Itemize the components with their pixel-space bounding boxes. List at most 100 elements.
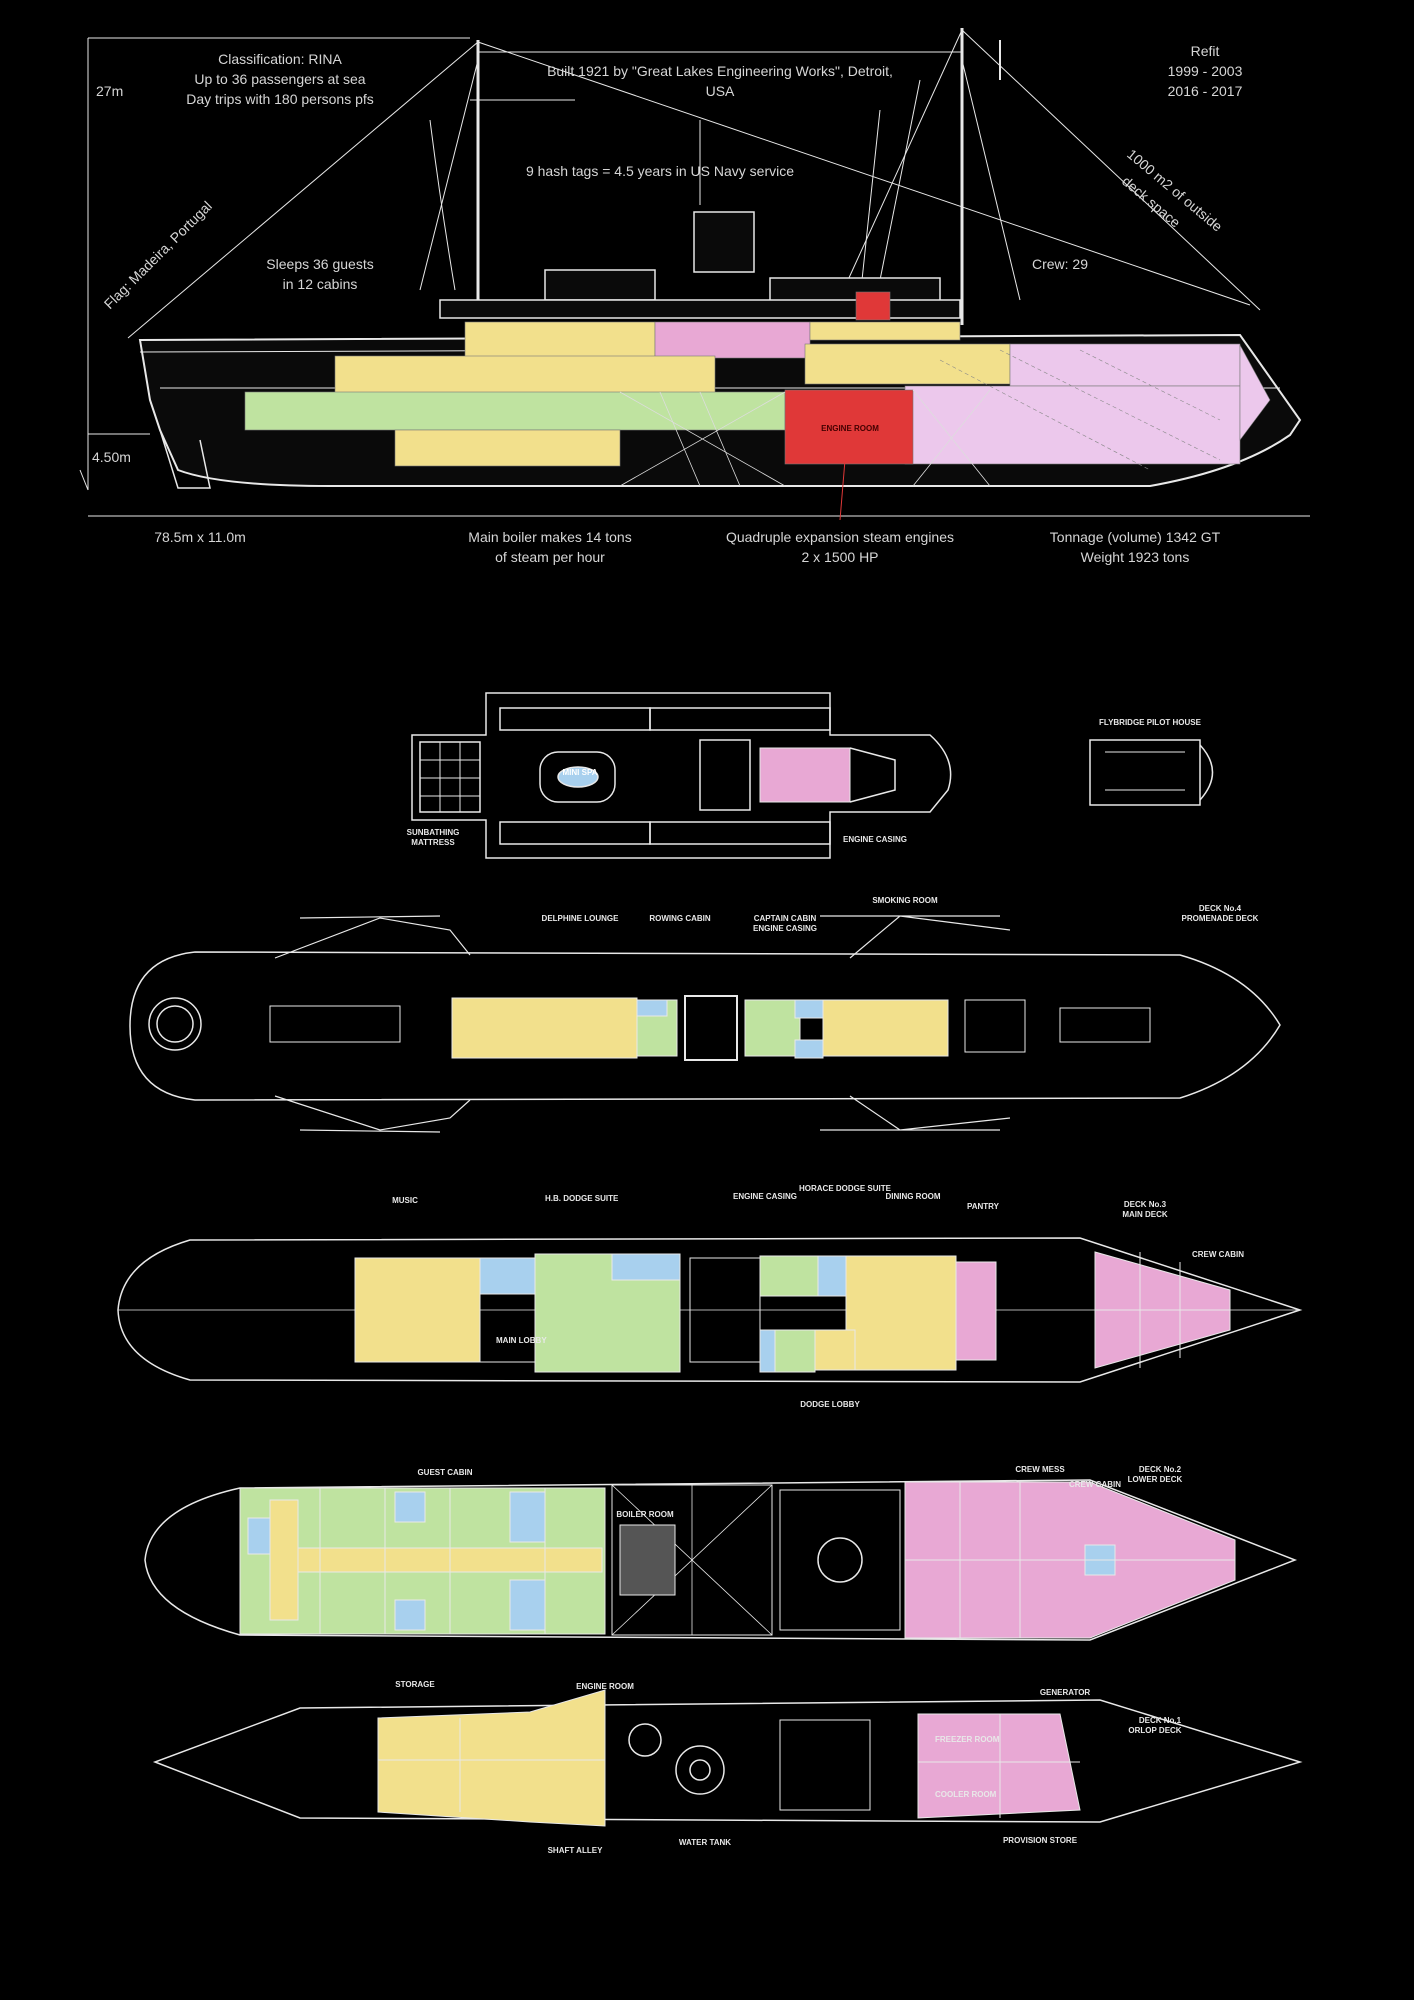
promenade-green-2 (744, 999, 801, 1057)
orlop-label-shaft: SHAFT ALLEY (547, 1846, 603, 1855)
sleeps-line-2: in 12 cabins (282, 276, 358, 292)
main-blue-2 (611, 1253, 681, 1281)
sunbathing-label-2: MATTRESS (411, 838, 455, 847)
promenade-label-casing: ENGINE CASING (752, 924, 817, 933)
mini-spa-label: MINI SPA (562, 768, 598, 777)
main-yellow-music (354, 1257, 481, 1363)
classification-line-3: Day trips with 180 persons pfs (186, 91, 374, 107)
lower-blue-1 (247, 1517, 271, 1555)
flybridge-label: FLYBRIDGE PILOT HOUSE (1099, 718, 1201, 727)
main-label-dining: DINING ROOM (885, 1192, 941, 1201)
crew-label: Crew: 29 (1031, 256, 1089, 272)
main-deck (117, 1237, 1303, 1383)
orlop-label-engine: ENGINE ROOM (576, 1682, 634, 1691)
promenade-label-captain: CAPTAIN CABIN (753, 914, 817, 923)
promenade-label-smoking: SMOKING ROOM (872, 896, 938, 905)
orlop-label-water-tank: WATER TANK (678, 1838, 732, 1847)
sleeps-line-1: Sleeps 36 guests (266, 256, 374, 272)
profile-zones (244, 291, 1271, 487)
hash-tags-note: 9 hash tags = 4.5 years in US Navy servi… (525, 163, 795, 179)
orlop-label-cooler: COOLER ROOM (935, 1790, 997, 1799)
promenade-label-rowing: ROWING CABIN (649, 914, 711, 923)
zone-upper-yellow-2 (809, 321, 961, 341)
lower-label-guest: GUEST CABIN (417, 1468, 473, 1477)
engines-line-1: Quadruple expansion steam engines (725, 529, 955, 545)
classification-line-1: Classification: RINA (218, 51, 342, 67)
promenade-title-2: PROMENADE DECK (1181, 914, 1259, 923)
lower-title-1: DECK No.2 (1138, 1465, 1182, 1474)
zone-orlop-yellow (394, 429, 621, 467)
orlop-label-generator: GENERATOR (1039, 1688, 1091, 1697)
zone-lower-green (244, 391, 786, 431)
main-green-3 (774, 1329, 816, 1373)
tonnage-line-1: Tonnage (volume) 1342 GT (1049, 529, 1221, 545)
promenade-casing (684, 995, 738, 1061)
lower-deck (144, 1479, 1298, 1641)
main-blue-1 (479, 1257, 536, 1295)
boiler-line-1: Main boiler makes 14 tons (468, 529, 632, 545)
refit-line-1: 1999 - 2003 (1167, 63, 1243, 79)
main-green-2 (759, 1255, 819, 1297)
main-blue-4 (759, 1329, 776, 1373)
dimensions-label: 78.5m x 11.0m (154, 529, 246, 545)
main-yellow-dining (845, 1255, 957, 1371)
main-pink-pantry (955, 1261, 997, 1361)
main-label-dodge-lobby: DODGE LOBBY (800, 1400, 860, 1409)
sunbathing-label-1: SUNBATHING (406, 828, 460, 837)
promenade-title-1: DECK No.4 (1198, 904, 1242, 913)
main-label-lobby: MAIN LOBBY (496, 1336, 547, 1345)
zone-engine-room (784, 389, 914, 465)
zone-upper-yellow (464, 321, 656, 359)
orlop-label-freezer: FREEZER ROOM (935, 1735, 1000, 1744)
main-blue-3 (817, 1255, 847, 1297)
lower-blue-2 (509, 1491, 546, 1543)
engine-room-label: ENGINE ROOM (821, 424, 879, 433)
lower-blue-5 (394, 1599, 426, 1631)
main-title-1: DECK No.3 (1123, 1200, 1167, 1209)
sun-engine-casing-label: ENGINE CASING (842, 835, 907, 844)
promenade-yellow-2 (822, 999, 949, 1057)
zone-upper-pink (654, 321, 811, 359)
lower-yellow-corridor (271, 1547, 603, 1573)
zone-stern-lavender (1239, 344, 1271, 441)
lower-title-2: LOWER DECK (1127, 1475, 1183, 1484)
height-label: 27m (96, 83, 124, 99)
zone-red-small (855, 291, 891, 321)
main-label-hb-dodge: H.B. DODGE SUITE (545, 1194, 619, 1203)
boiler-line-2: of steam per hour (495, 549, 605, 565)
orlop-deck (152, 1689, 1303, 1827)
lower-label-crew-mess: CREW MESS (1015, 1465, 1065, 1474)
promenade-label-delphine: DELPHINE LOUNGE (541, 914, 619, 923)
orlop-yellow (377, 1689, 606, 1827)
main-label-music: MUSIC (392, 1196, 418, 1205)
refit-title: Refit (1190, 43, 1220, 59)
main-title-2: MAIN DECK (1122, 1210, 1168, 1219)
promenade-blue-2 (794, 999, 824, 1019)
orlop-pink (917, 1713, 1081, 1819)
promenade-blue-1 (636, 999, 668, 1017)
orlop-title-1: DECK No.1 (1138, 1716, 1182, 1725)
refit-line-2: 2016 - 2017 (1167, 83, 1243, 99)
zone-main-pink (1009, 343, 1241, 387)
lower-label-crew-cabin: CREW CABIN (1069, 1480, 1121, 1489)
main-label-horace: HORACE DODGE SUITE (798, 1184, 891, 1193)
promenade-deck (129, 915, 1281, 1133)
promenade-yellow-1 (451, 997, 638, 1059)
orlop-label-storage: STORAGE (395, 1680, 435, 1689)
lower-yellow-corridor-2 (269, 1499, 299, 1621)
promenade-blue-3 (794, 1039, 824, 1059)
main-label-casing: ENGINE CASING (732, 1192, 797, 1201)
orlop-title-2: ORLOP DECK (1128, 1726, 1182, 1735)
engines-line-2: 2 x 1500 HP (801, 549, 879, 565)
engine-casing-pink (759, 747, 851, 803)
main-label-crew-cabin: CREW CABIN (1192, 1250, 1244, 1259)
lower-blue-4 (394, 1491, 426, 1523)
built-line-1: Built 1921 by "Great Lakes Engineering W… (547, 63, 893, 79)
zone-main-yellow-1 (334, 355, 716, 395)
orlop-label-provision: PROVISION STORE (1002, 1836, 1078, 1845)
draft-label: 4.50m (92, 449, 131, 465)
main-yellow-3 (814, 1329, 856, 1371)
built-line-2: USA (705, 83, 735, 99)
main-label-pantry: PANTRY (967, 1202, 999, 1211)
